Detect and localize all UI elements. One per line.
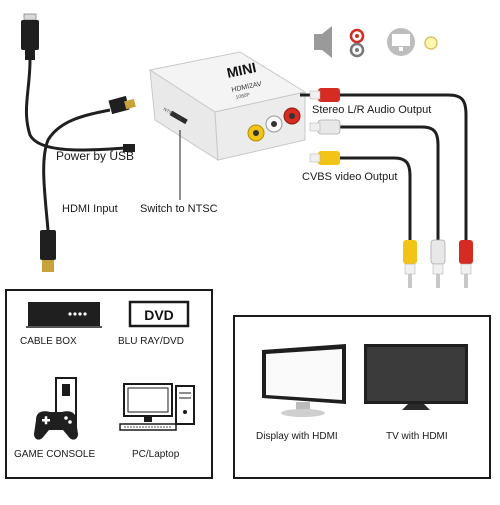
yellow-dot-icon [424, 36, 438, 50]
speaker-icon [314, 26, 332, 58]
hdmi-tv-icon [364, 344, 468, 410]
hdmi-input-label: HDMI Input [62, 203, 118, 215]
game-console-label: GAME CONSOLE [14, 449, 96, 460]
pc-laptop-label: PC/Laptop [132, 449, 180, 460]
hdmi-cable [40, 95, 136, 272]
tv-with-hdmi-label: TV with HDMI [386, 431, 448, 442]
dvd-icon-text: DVD [144, 307, 174, 323]
rca-audio-icon [349, 28, 365, 58]
cable-box-label: CABLE BOX [20, 336, 77, 347]
blu-ray-dvd-label: BLU RAY/DVD [118, 336, 184, 347]
monitor-icon [387, 28, 415, 56]
hdmi-monitor-icon [262, 344, 346, 417]
display-with-hdmi-label: Display with HDMI [256, 431, 338, 442]
converter-device [148, 51, 307, 161]
pc-laptop-icon [119, 383, 195, 431]
game-console-icon [34, 377, 78, 440]
rca-red-cable [299, 88, 473, 288]
switch-to-ntsc-label: Switch to NTSC [140, 203, 218, 215]
dvd-player-icon [128, 300, 190, 328]
rca-yellow-cable [309, 151, 417, 288]
cvbs-video-output-label: CVBS video Output [302, 171, 398, 183]
power-by-usb-label: Power by USB [56, 149, 135, 163]
device-spec: 1080P [235, 92, 251, 101]
device-brand: MINI [225, 59, 257, 81]
stereo-audio-output-label: Stereo L/R Audio Output [312, 104, 432, 116]
usb-cable [21, 13, 135, 152]
rca-white-cable [309, 119, 446, 288]
cable-box-icon [26, 302, 102, 328]
